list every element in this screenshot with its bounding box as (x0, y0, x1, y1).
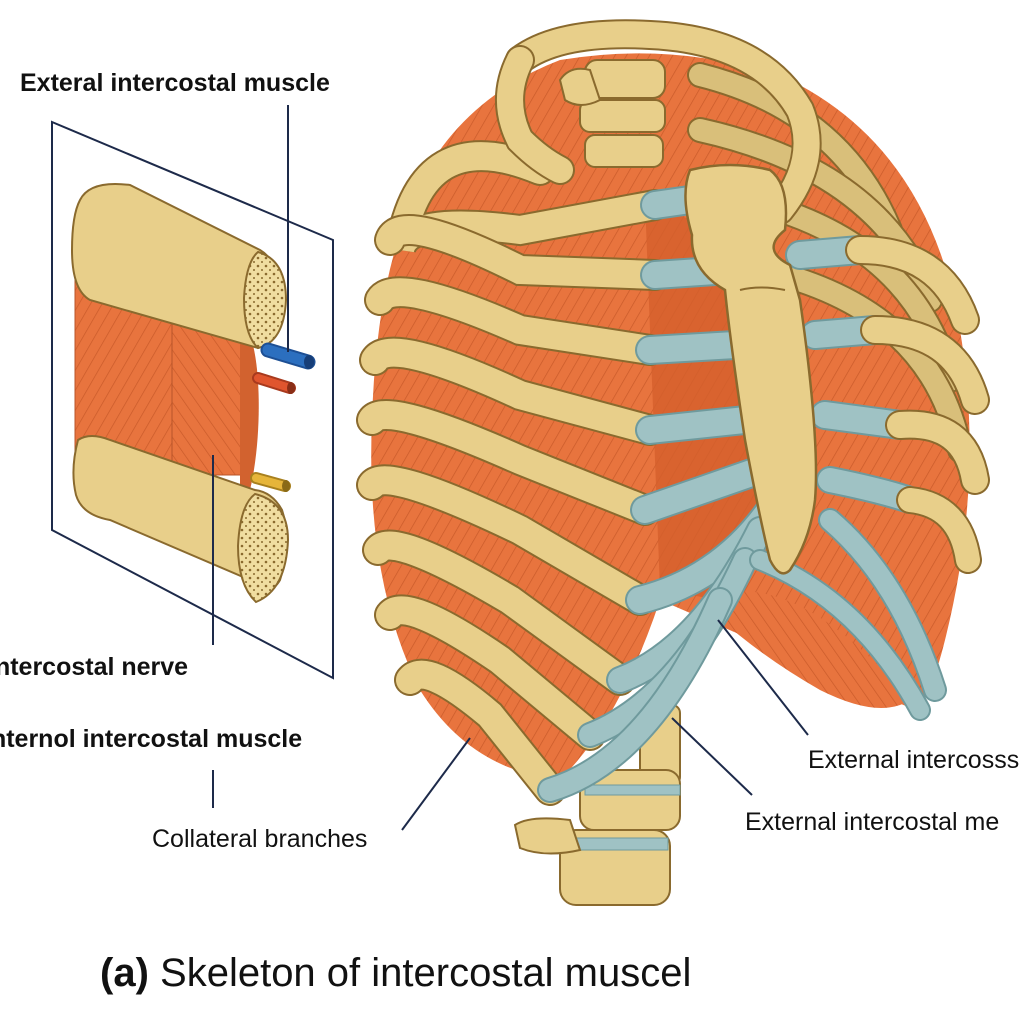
sternum (684, 163, 818, 575)
inset-muscle-edge (240, 330, 259, 490)
label-intercostal-nerve: Intercostal nerve (0, 653, 189, 681)
figure-caption: (a) Skeleton of intercostal muscel (100, 945, 691, 1001)
leader-external-intercoss (717, 619, 809, 736)
diaphragm-opening (700, 591, 910, 708)
nerve-icon (250, 472, 291, 492)
leader-external-intercostal-me (671, 717, 753, 796)
front-ribs (356, 140, 671, 806)
caption-tag: (a) (100, 951, 149, 995)
label-external-intercostal-me: External intercostal me (745, 808, 1000, 836)
vertebral-column (513, 59, 681, 906)
rib-cage (356, 19, 990, 906)
label-internal-intercostal-muscle: Internol intercostal muscle (0, 725, 303, 753)
leader-collateral-branches (401, 737, 471, 831)
inset-lower-rib-marrow (236, 492, 290, 604)
label-collateral-branches: Collateral branches (152, 825, 368, 853)
right-rib-ends (845, 235, 990, 574)
caption-text: Skeleton of intercostal muscel (160, 951, 692, 995)
vein-icon (260, 342, 316, 370)
inset-rib-section (51, 105, 334, 808)
label-external-intercostal-muscle: Exteral intercostal muscle (20, 69, 330, 97)
label-external-intercoss: External intercosss (808, 746, 1020, 774)
inset-frame (51, 120, 334, 680)
inset-upper-rib-marrow (242, 250, 288, 350)
artery-icon (252, 372, 296, 394)
